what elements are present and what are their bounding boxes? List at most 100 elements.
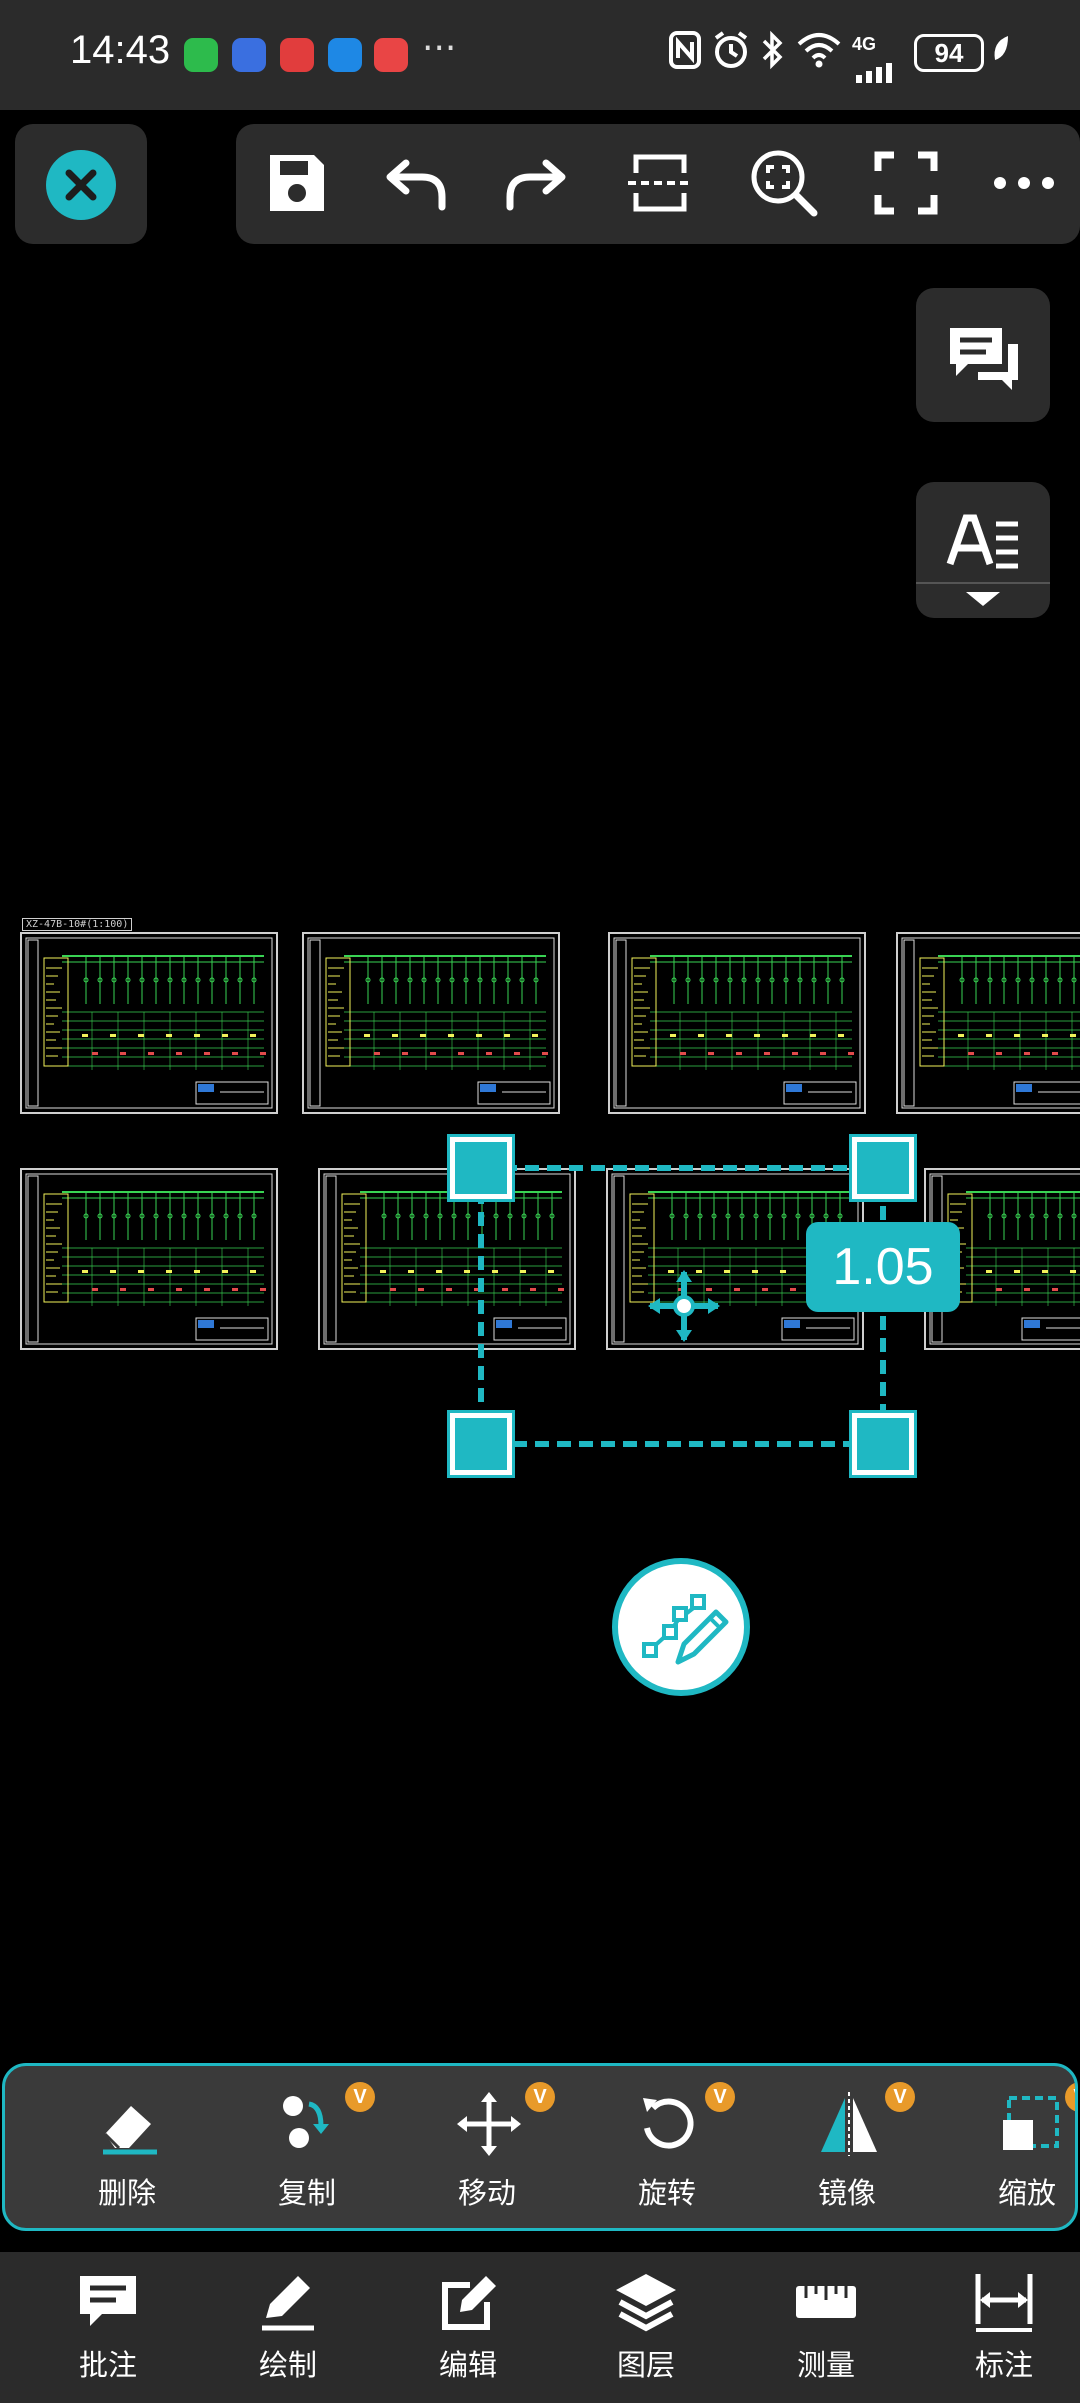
close-icon bbox=[46, 150, 116, 220]
nav-edit[interactable]: 编辑 bbox=[398, 2270, 538, 2390]
browser-app-icon bbox=[328, 38, 362, 72]
edit-item-label: 删除 bbox=[97, 2176, 156, 2210]
vip-badge: V bbox=[705, 2082, 735, 2112]
mirror-button[interactable]: V 镜像 bbox=[777, 2082, 917, 2214]
bottom-navigation: 批注 绘制 编辑 图层 测量 标注 bbox=[0, 2252, 1080, 2403]
schematic-drawing bbox=[25, 1173, 273, 1345]
more-icon bbox=[994, 177, 1054, 189]
status-time: 14:43 bbox=[70, 28, 171, 72]
vip-badge: V bbox=[1065, 2082, 1075, 2112]
annotate-icon bbox=[80, 2276, 136, 2326]
nav-dimension[interactable]: 标注 bbox=[934, 2270, 1074, 2390]
edit-item-label: 旋转 bbox=[637, 2176, 696, 2210]
edit-item-label: 移动 bbox=[457, 2176, 516, 2210]
move-icon bbox=[457, 2092, 521, 2156]
nav-measure[interactable]: 测量 bbox=[756, 2270, 896, 2390]
nav-layers[interactable]: 图层 bbox=[576, 2270, 716, 2390]
scale-factor-label: 1.05 bbox=[806, 1222, 960, 1312]
scale-icon bbox=[1003, 2096, 1059, 2150]
scale-button[interactable]: V 缩放 bbox=[957, 2082, 1075, 2214]
undo-icon bbox=[386, 159, 446, 211]
ruler-icon bbox=[796, 2286, 856, 2318]
fullscreen-button[interactable] bbox=[868, 145, 944, 221]
selection-handle-top-left[interactable] bbox=[447, 1134, 515, 1202]
selection-handle-top-right[interactable] bbox=[849, 1134, 917, 1202]
reader-app-icon bbox=[280, 38, 314, 72]
text-style-icon bbox=[916, 514, 1050, 606]
nav-label: 绘制 bbox=[258, 2348, 317, 2382]
edit-item-label: 缩放 bbox=[997, 2176, 1056, 2210]
drawing-sheet[interactable] bbox=[608, 932, 866, 1114]
zoom-region-icon bbox=[751, 150, 818, 217]
section-button[interactable] bbox=[622, 145, 698, 221]
dimension-icon bbox=[975, 2274, 1033, 2332]
nav-label: 标注 bbox=[974, 2348, 1033, 2382]
drawing-sheet[interactable] bbox=[896, 932, 1080, 1114]
nav-label: 图层 bbox=[616, 2348, 675, 2382]
power-saving-leaf-icon bbox=[990, 30, 1012, 79]
undo-button[interactable] bbox=[378, 145, 454, 221]
sheet-title: XZ-47B-10#(1:100) bbox=[22, 918, 133, 931]
section-icon bbox=[628, 154, 692, 212]
text-style-button[interactable] bbox=[916, 482, 1050, 618]
schematic-drawing bbox=[613, 937, 861, 1109]
nav-label: 编辑 bbox=[438, 2348, 497, 2382]
draw-polyline-button[interactable] bbox=[612, 1558, 750, 1696]
comment-icon bbox=[950, 328, 1018, 390]
zoom-region-button[interactable] bbox=[746, 145, 822, 221]
rotate-icon bbox=[643, 2098, 694, 2149]
layers-icon bbox=[616, 2274, 676, 2332]
wechat-icon bbox=[184, 38, 218, 72]
nav-label: 批注 bbox=[78, 2348, 137, 2382]
schematic-drawing bbox=[323, 1173, 571, 1345]
save-icon bbox=[270, 155, 324, 211]
vip-badge: V bbox=[345, 2082, 375, 2112]
signal-icon bbox=[854, 52, 902, 92]
mirror-icon bbox=[821, 2092, 877, 2156]
edit-item-label: 镜像 bbox=[817, 2176, 876, 2210]
nav-label: 测量 bbox=[796, 2348, 855, 2382]
drawing-sheet[interactable] bbox=[302, 932, 560, 1114]
wifi-icon bbox=[796, 30, 842, 79]
store-app-icon bbox=[374, 38, 408, 72]
status-bar: 14:43 ··· 4G 94 bbox=[0, 0, 1080, 110]
selection-handle-bottom-right[interactable] bbox=[849, 1410, 917, 1478]
redo-icon bbox=[506, 159, 566, 211]
schematic-drawing bbox=[901, 937, 1080, 1109]
comment-button[interactable] bbox=[916, 288, 1050, 422]
move-button[interactable]: V 移动 bbox=[417, 2082, 557, 2214]
pencil-icon bbox=[262, 2276, 314, 2331]
nfc-icon bbox=[668, 30, 702, 79]
bluetooth-icon bbox=[760, 30, 786, 79]
copy-icon bbox=[283, 2096, 329, 2148]
alarm-icon bbox=[712, 30, 750, 79]
selection-handle-bottom-left[interactable] bbox=[447, 1410, 515, 1478]
battery-level: 94 bbox=[914, 34, 984, 72]
nav-draw[interactable]: 绘制 bbox=[218, 2270, 358, 2390]
nav-annotate[interactable]: 批注 bbox=[38, 2270, 178, 2390]
vip-badge: V bbox=[885, 2082, 915, 2112]
delete-button[interactable]: 删除 bbox=[57, 2084, 197, 2214]
rotate-button[interactable]: V 旋转 bbox=[597, 2082, 737, 2214]
schematic-drawing bbox=[25, 937, 273, 1109]
vip-badge: V bbox=[525, 2082, 555, 2112]
eraser-icon bbox=[103, 2106, 157, 2155]
polyline-pencil-icon bbox=[642, 1594, 729, 1665]
schematic-drawing bbox=[307, 937, 555, 1109]
edit-item-label: 复制 bbox=[277, 2176, 336, 2210]
edit-toolbar: 删除 V 复制 V 移动 V 旋转 V 镜像 V 缩放 bbox=[2, 2063, 1078, 2231]
more-button[interactable] bbox=[986, 145, 1062, 221]
save-button[interactable] bbox=[258, 145, 334, 221]
drawing-sheet[interactable] bbox=[318, 1168, 576, 1350]
fullscreen-icon bbox=[874, 151, 938, 215]
redo-button[interactable] bbox=[498, 145, 574, 221]
drawing-sheet[interactable] bbox=[20, 932, 278, 1114]
app-notification-icon bbox=[232, 38, 266, 72]
close-button[interactable] bbox=[44, 148, 118, 222]
drawing-sheet[interactable] bbox=[20, 1168, 278, 1350]
move-crosshair-icon[interactable] bbox=[646, 1268, 722, 1344]
edit-icon bbox=[442, 2276, 496, 2330]
network-type: 4G bbox=[852, 34, 877, 54]
copy-button[interactable]: V 复制 bbox=[237, 2082, 377, 2214]
